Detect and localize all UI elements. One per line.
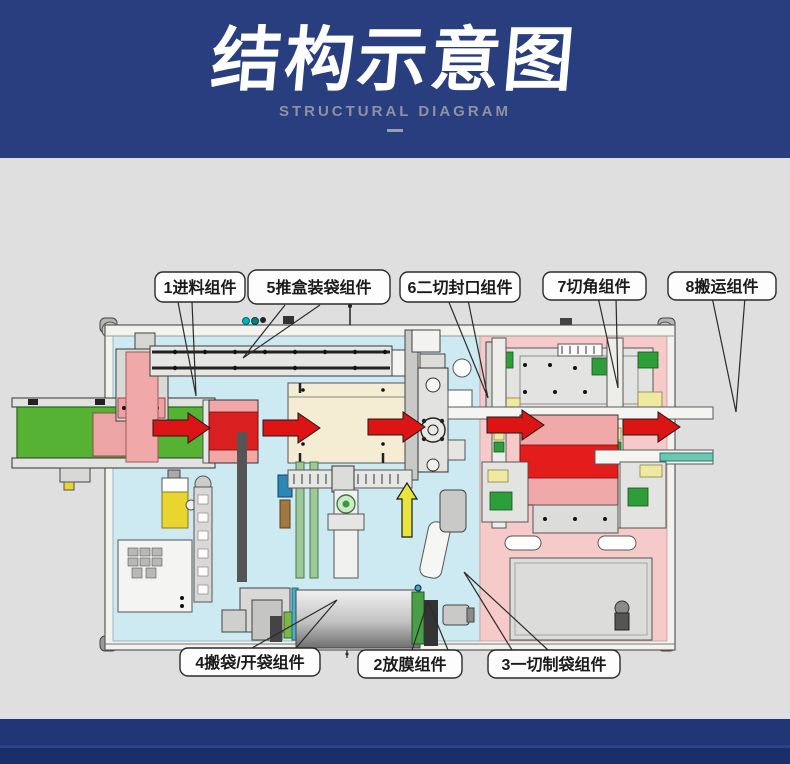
callout-first-cut-bag-making: 3一切制袋组件 [487,649,621,679]
slot-right [597,535,637,551]
slot-left [504,535,542,551]
callout-feed: 1进料组件 [154,271,246,303]
flow-arrow-5 [622,411,681,443]
top-edge-sensors [242,304,572,325]
callout-corner-cutting-label: 7切角组件 [558,277,631,296]
flow-arrow-1 [152,412,211,444]
leader-8 [711,296,746,413]
lubricant-canister [161,469,197,529]
callout-corner-cutting: 7切角组件 [542,271,647,301]
leader-4 [251,599,338,649]
callout-bag-transfer-opening-label: 4搬袋/开袋组件 [195,653,304,672]
feed-pusher-column [125,351,159,463]
leader-5 [242,304,321,359]
header-band: 结构示意图 STRUCTURAL DIAGRAM [0,0,790,158]
bag-forming-area [504,535,653,641]
callout-first-cut-bag-making-label: 3一切制袋组件 [502,655,607,674]
flow-arrow-3 [367,411,426,443]
film-motor [442,604,470,626]
canister-yellow [161,491,189,529]
pusher-block [202,399,259,464]
electrical-box [117,539,193,613]
leader-2 [411,600,449,651]
motor-cylinder [439,489,467,533]
lift-arrow-up [395,481,419,538]
callout-push-box-bagging-label: 5推盒装袋组件 [267,278,372,297]
callout-second-cut-sealing-label: 6二切封口组件 [408,278,513,297]
callouts: 1进料组件 5推盒装袋组件 6二切封口组件 7切角组件 8搬运组件 4搬袋/开袋… [154,269,777,679]
flow-arrow-2 [262,412,321,444]
center-positioner [287,465,467,579]
leader-3 [463,571,549,651]
forming-panel [509,557,653,641]
callout-second-cut-sealing: 6二切封口组件 [399,271,521,303]
callout-handling-label: 8搬运组件 [686,277,759,296]
callout-film-feeding-label: 2放膜组件 [374,655,447,674]
leader-7 [597,296,619,389]
callout-bag-transfer-opening: 4搬袋/开袋组件 [179,647,321,677]
film-roll-unit [295,584,475,658]
flow-arrows [152,409,681,538]
title-divider [387,129,403,132]
callout-push-box-bagging: 5推盒装袋组件 [247,269,391,305]
outfeed-belt-teal [659,452,714,462]
ladder-column [193,475,213,603]
leader-1 [177,301,197,397]
callout-film-feeding: 2放膜组件 [357,649,463,679]
page-subtitle: STRUCTURAL DIAGRAM [278,103,512,120]
callout-handling: 8搬运组件 [667,271,777,301]
leader-6 [447,299,489,399]
footer-band [0,719,790,764]
vertical-rail-dark [237,432,247,582]
flow-arrow-4 [486,409,545,441]
callout-feed-label: 1进料组件 [164,278,237,297]
corner-cut-machinery [485,337,663,529]
film-roll [295,589,421,649]
